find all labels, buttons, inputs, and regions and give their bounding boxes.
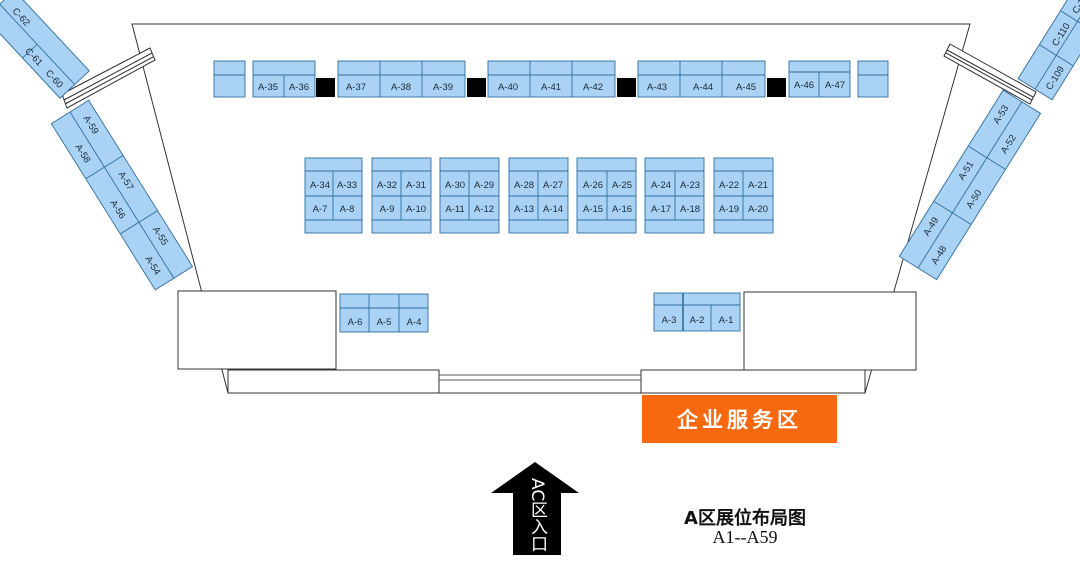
booth-a-20[interactable]: A-20 [748,204,768,215]
booth-a-2[interactable]: A-2 [690,315,705,326]
left-diagonal-booths: A-59 A-58 A-57 A-56 A-55 A-54 [50,99,194,291]
right-diagonal-booths: A-48 A-49 A-50 A-51 A-52 A-53 [898,89,1042,281]
booth-a-31[interactable]: A-31 [406,180,426,191]
map-subtitle: A1--A59 [712,527,778,547]
booth-a-24[interactable]: A-24 [651,180,671,191]
booth-a-43[interactable]: A-43 [647,82,667,93]
left-corridor [61,47,156,109]
booth-group-46-47 [788,60,851,98]
pillar [767,78,786,97]
middle-booth-islands: A-34 A-33 A-7 A-8 A-32 A-31 A-9 A-10 A-3… [304,157,774,234]
booth-a-1[interactable]: A-1 [719,315,734,326]
booth-a-16[interactable]: A-16 [612,204,632,215]
entrance-arrow: AC区入口 [491,462,579,555]
service-area-label: 企业服务区 [642,395,837,443]
booth-a-47[interactable]: A-47 [825,80,845,91]
booth-a-34[interactable]: A-34 [310,180,330,191]
booth-a-35[interactable]: A-35 [258,82,278,93]
booth-a-10[interactable]: A-10 [406,204,426,215]
entrance-wall-left [227,369,440,394]
booth-a-29[interactable]: A-29 [474,180,494,191]
booth-a-13[interactable]: A-13 [514,204,534,215]
booth-a-42[interactable]: A-42 [583,82,603,93]
booth-a-11[interactable]: A-11 [445,204,464,215]
booth-a-38[interactable]: A-38 [391,82,411,93]
booth-unlabeled[interactable] [857,60,889,98]
booth-a-23[interactable]: A-23 [680,180,700,191]
booth-a-21[interactable]: A-21 [748,180,768,191]
booth-group-37-39 [337,60,466,98]
booth-a-6[interactable]: A-6 [348,317,363,328]
booth-a-15[interactable]: A-15 [583,204,603,215]
booth-a-25[interactable]: A-25 [612,180,632,191]
booth-a-36[interactable]: A-36 [289,82,309,93]
booth-a-39[interactable]: A-39 [433,82,453,93]
booth-a-3[interactable]: A-3 [662,315,677,326]
booth-a-22[interactable]: A-22 [719,180,739,191]
bottom-right-booths: A-3 A-2 A-1 [653,292,741,332]
booth-a-32[interactable]: A-32 [377,180,397,191]
booth-a-12[interactable]: A-12 [474,204,494,215]
booth-a-9[interactable]: A-9 [380,204,395,215]
booth-a-26[interactable]: A-26 [583,180,603,191]
c-area-left-booths: C-62 C-61 C-60 [0,0,90,99]
booth-group-40-42 [487,60,616,98]
left-corner-room [177,290,337,370]
booth-a-28[interactable]: A-28 [514,180,534,191]
booth-a-17[interactable]: A-17 [651,204,671,215]
booth-a-41[interactable]: A-41 [541,82,561,93]
pillar [467,78,486,97]
arrow-up-icon [491,462,579,555]
booth-a-37[interactable]: A-37 [346,82,366,93]
booth-a-4[interactable]: A-4 [407,317,422,328]
booth-a-7[interactable]: A-7 [313,204,328,215]
booth-a-5[interactable]: A-5 [377,317,392,328]
pillar [617,78,636,97]
booth-a-27[interactable]: A-27 [543,180,563,191]
booth-a-18[interactable]: A-18 [680,204,700,215]
booth-a-14[interactable]: A-14 [543,204,563,215]
map-title: A区展位布局图 [684,508,806,529]
right-corner-room [743,291,917,371]
booth-unlabeled[interactable] [213,60,246,98]
booth-group-43-45 [637,60,766,98]
booth-a-8[interactable]: A-8 [340,204,355,215]
booth-a-44[interactable]: A-44 [693,82,713,93]
booth-a-45[interactable]: A-45 [736,82,756,93]
top-row-booths: A-35 A-36 A-37 A-38 A-39 A-40 A-41 A-42 … [213,60,889,98]
pillar [316,78,335,97]
c-area-right-booths: C-109 C-110 C-111 [1017,0,1080,101]
booth-a-33[interactable]: A-33 [337,180,357,191]
bottom-left-booths: A-6 A-5 A-4 [339,293,429,333]
booth-a-40[interactable]: A-40 [498,82,518,93]
right-corridor [943,43,1037,105]
entrance-label: AC区入口 [527,478,548,552]
booth-a-30[interactable]: A-30 [445,180,465,191]
booth-a-46[interactable]: A-46 [794,80,814,91]
booth-c-111[interactable]: C-111 [1070,0,1080,16]
booth-a-19[interactable]: A-19 [719,204,739,215]
entrance-wall-right [640,369,866,394]
